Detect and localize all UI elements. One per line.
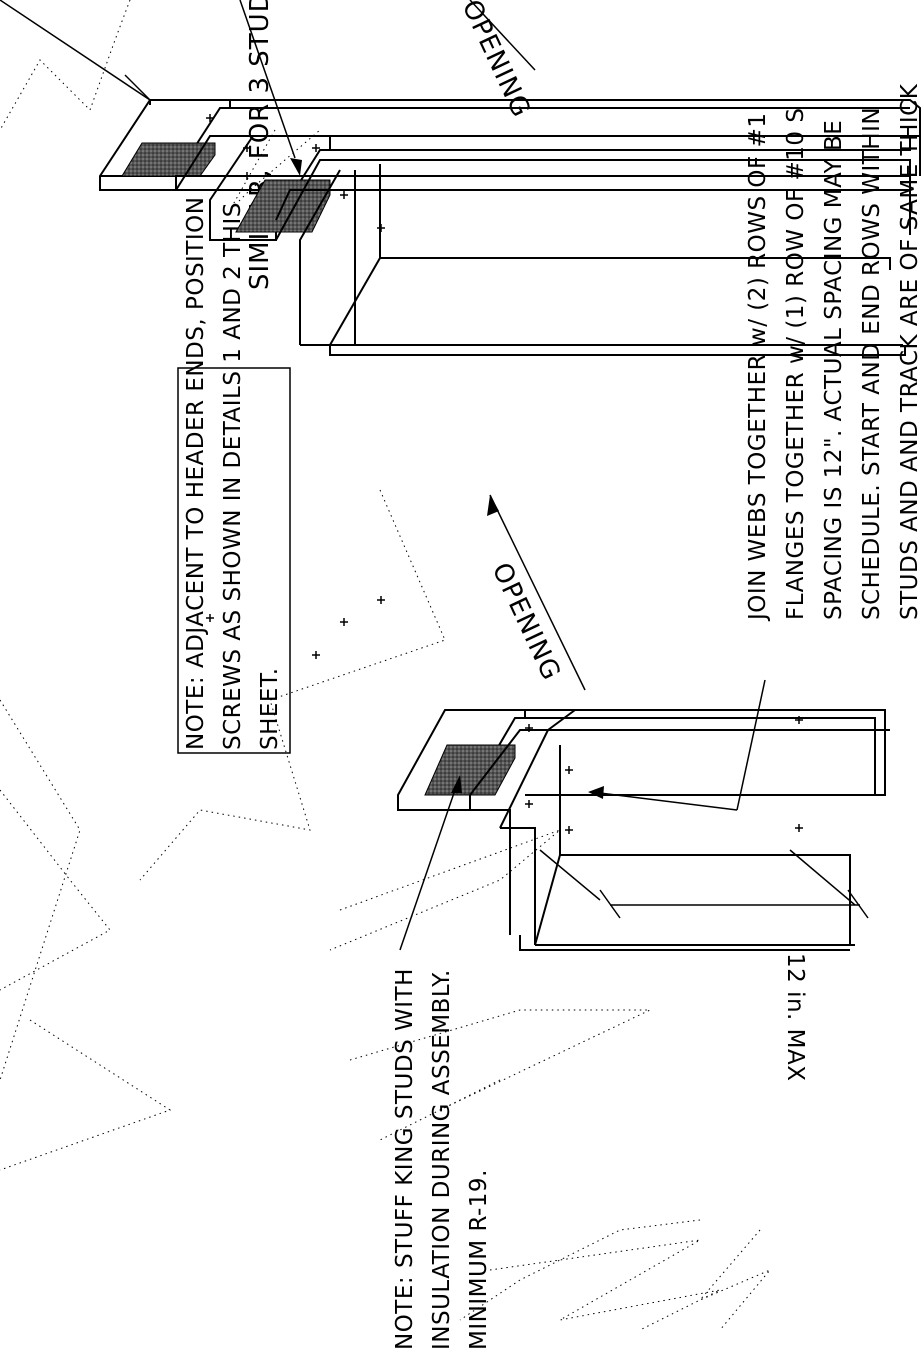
join-webs-line-4: SCHEDULE. START AND END ROWS WITHIN <box>859 107 885 620</box>
join-webs-line-2: FLANGES TOGETHER w/ (1) ROW OF #10 S <box>783 108 809 620</box>
dotted-background-lines <box>0 0 771 1331</box>
stuff-king-line-2: INSULATION DURING ASSEMBLY. <box>429 969 455 1350</box>
opening-arrow-top <box>469 0 536 71</box>
stuff-king-line-1: NOTE: STUFF KING STUDS WITH <box>392 968 418 1350</box>
stuff-king-studs-note: NOTE: STUFF KING STUDS WITH INSULATION D… <box>392 968 492 1350</box>
opening-arrow-bottom <box>487 494 586 691</box>
adjacent-header-line-3: SHEET. <box>257 667 283 750</box>
insulation-bottom <box>424 744 516 796</box>
two-stud-assembly: 12 in. MAX <box>397 679 890 1082</box>
similar-3-studs-label: SIMILAR, FOR 3 STUDS <box>245 0 275 290</box>
screw-markers-top <box>206 114 385 659</box>
similar-3-studs-text: SIMILAR, FOR 3 STUDS <box>245 0 275 290</box>
dimension-label: 12 in. MAX <box>782 953 808 1082</box>
adjacent-header-line-2: SCREWS AS SHOWN IN DETAILS 1 AND 2 THIS <box>220 202 246 750</box>
insulation-top-1 <box>121 142 216 177</box>
adjacent-header-note: NOTE: ADJACENT TO HEADER ENDS, POSITION … <box>177 197 291 754</box>
stuff-king-line-3: MINIMUM R-19. <box>466 1169 492 1350</box>
note-box <box>177 367 291 754</box>
join-webs-note: JOIN WEBS TOGETHER w/ (2) ROWS OF #1 FLA… <box>745 83 923 622</box>
screw-markers-bottom <box>525 716 803 834</box>
join-webs-line-1: JOIN WEBS TOGETHER w/ (2) ROWS OF #1 <box>745 113 771 622</box>
join-webs-line-3: SPACING IS 12". ACTUAL SPACING MAY BE <box>821 120 847 620</box>
opening-label-bottom: OPENING <box>486 558 567 685</box>
adjacent-header-line-1: NOTE: ADJACENT TO HEADER ENDS, POSITION <box>183 197 209 751</box>
three-stud-assembly <box>0 0 921 659</box>
opening-label-top: OPENING <box>456 0 537 122</box>
